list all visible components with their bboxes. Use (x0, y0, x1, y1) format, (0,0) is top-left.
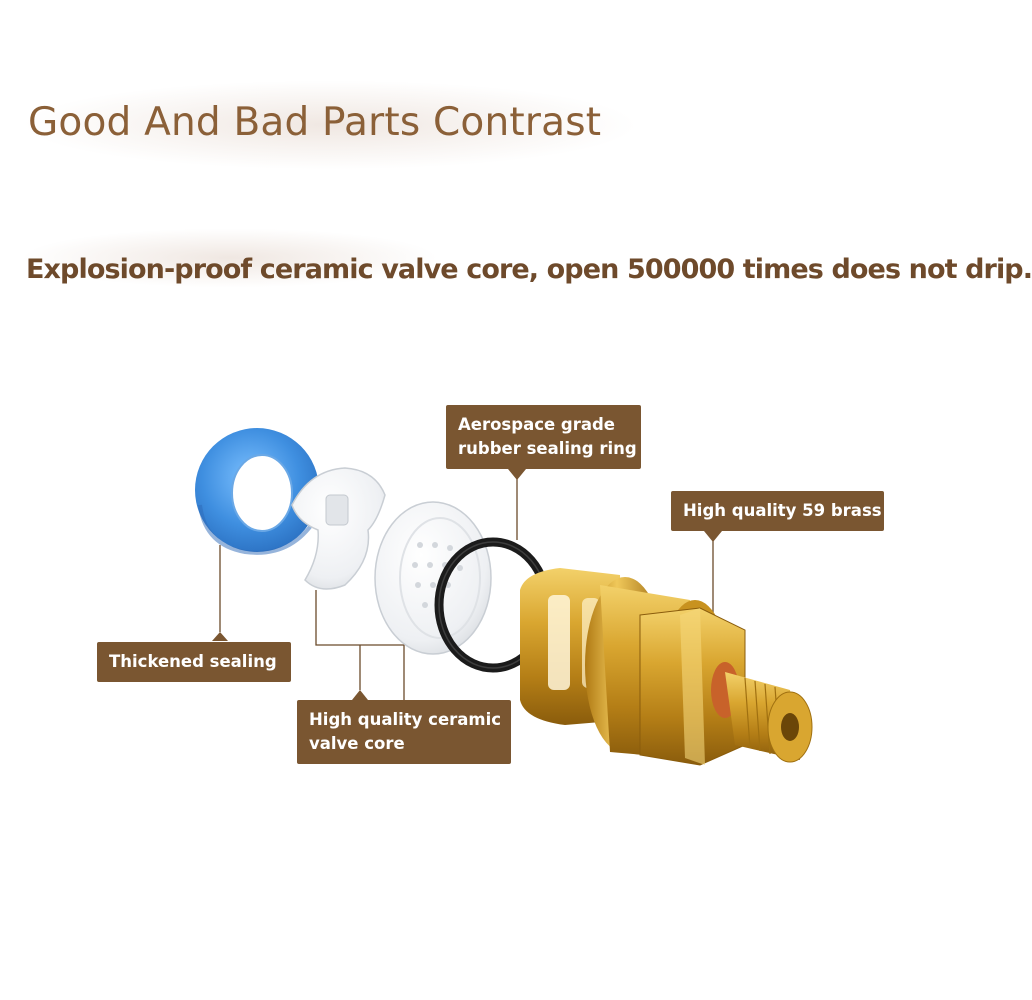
brass-valve-cartridge-icon (520, 568, 813, 766)
callout-rubber-line1: Aerospace grade (458, 415, 615, 434)
callout-ceramic-line1: High quality ceramic (309, 710, 502, 729)
title-glow (20, 80, 640, 170)
callout-ceramic-valve-core: High quality ceramic valve core (297, 700, 511, 764)
page-subtitle: Explosion-proof ceramic valve core, open… (26, 254, 1032, 285)
product-diagram: Good And Bad Parts Contrast Explosion-pr… (20, 80, 1032, 766)
callout-sealing-label: Thickened sealing (109, 652, 277, 671)
subtitle-glow (20, 228, 440, 288)
callout-rubber-sealing-ring: Aerospace grade rubber sealing ring (446, 405, 641, 469)
callout-thickened-sealing: Thickened sealing (97, 642, 291, 682)
callout-ceramic-line2: valve core (309, 734, 405, 753)
ceramic-disc-icon (374, 501, 492, 655)
callout-rubber-line2: rubber sealing ring (458, 439, 637, 458)
callout-brass: High quality 59 brass (671, 491, 884, 531)
leader-lines (219, 475, 714, 705)
callout-brass-label: High quality 59 brass (683, 501, 882, 520)
valve-illustration (195, 428, 813, 766)
page-title: Good And Bad Parts Contrast (28, 100, 602, 145)
blue-sealing-ring-icon (195, 428, 319, 555)
callout-pointers (212, 469, 722, 700)
ceramic-cross-icon (291, 467, 386, 590)
